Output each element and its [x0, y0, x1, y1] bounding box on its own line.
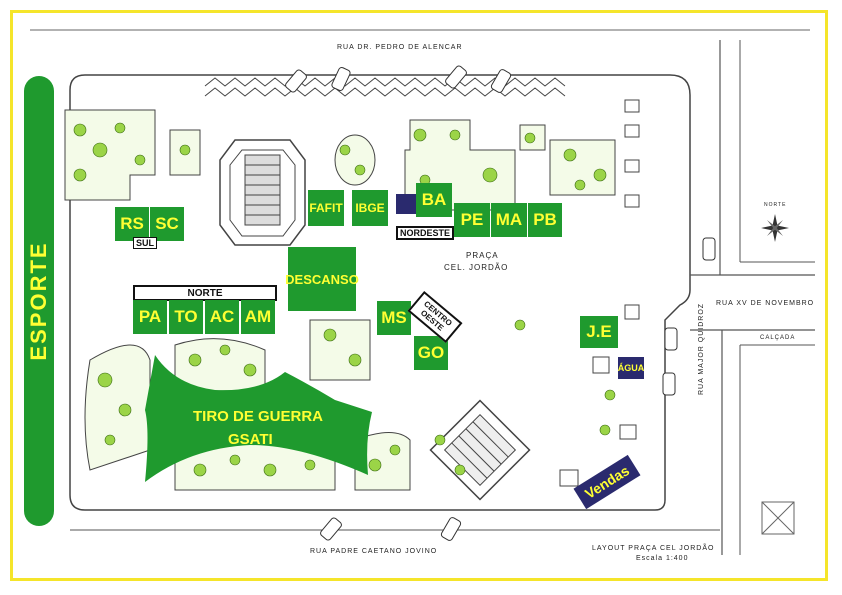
page-border — [10, 10, 828, 581]
region-norte: NORTE — [133, 285, 277, 301]
square-name-line1: PRAÇA — [466, 251, 499, 260]
stall-rs[interactable]: RS — [115, 207, 149, 241]
compass-rose-icon — [761, 214, 789, 242]
compass-label: NORTE — [764, 202, 787, 208]
stall-ibge[interactable]: IBGE — [352, 190, 388, 226]
stall-ms[interactable]: MS — [377, 301, 411, 335]
stall-ba[interactable]: BA — [416, 183, 452, 217]
layout-caption-line2: Escala 1:400 — [636, 555, 689, 562]
stall-fafit[interactable]: FAFIT — [308, 190, 344, 226]
street-right-horizontal: RUA XV DE NOVEMBRO — [716, 300, 815, 307]
tiro-de-guerra-label: TIRO DE GUERRA — [193, 408, 324, 425]
trees — [73, 122, 616, 477]
stall-go[interactable]: GO — [414, 336, 448, 370]
square-name-line2: CEL. JORDÃO — [444, 263, 509, 272]
parked-cars — [285, 65, 716, 541]
crossed-box — [761, 501, 795, 535]
zigzag-strip-inner — [204, 87, 566, 97]
stall-ac[interactable]: AC — [205, 300, 239, 334]
stall-pa[interactable]: PA — [133, 300, 167, 334]
stall-je[interactable]: J.E — [580, 316, 618, 348]
stall-pb[interactable]: PB — [528, 203, 562, 237]
region-nordeste: NORDESTE — [396, 226, 454, 240]
kiosks — [559, 99, 640, 487]
nordeste-marker — [396, 194, 416, 214]
descanso-area[interactable]: DESCANSO — [285, 247, 359, 311]
stall-to[interactable]: TO — [169, 300, 203, 334]
square-boundary — [69, 74, 691, 511]
region-sul: SUL — [133, 237, 157, 249]
stall-ma[interactable]: MA — [491, 203, 527, 237]
layout-caption-line1: LAYOUT PRAÇA CEL JORDÃO — [592, 545, 715, 552]
street-bottom: RUA PADRE CAETANO JOVINO — [310, 548, 438, 555]
stall-agua[interactable]: ÁGUA — [618, 357, 644, 379]
stall-pe[interactable]: PE — [454, 203, 490, 237]
amphitheatre-structure — [219, 139, 306, 246]
stall-am[interactable]: AM — [241, 300, 275, 334]
gsati-label: GSATI — [228, 431, 273, 448]
sport-zone — [24, 76, 54, 526]
stall-sc[interactable]: SC — [150, 207, 184, 241]
street-calcada: CALÇADA — [760, 335, 796, 341]
street-top: RUA DR. PEDRO DE ALENCAR — [337, 44, 463, 51]
